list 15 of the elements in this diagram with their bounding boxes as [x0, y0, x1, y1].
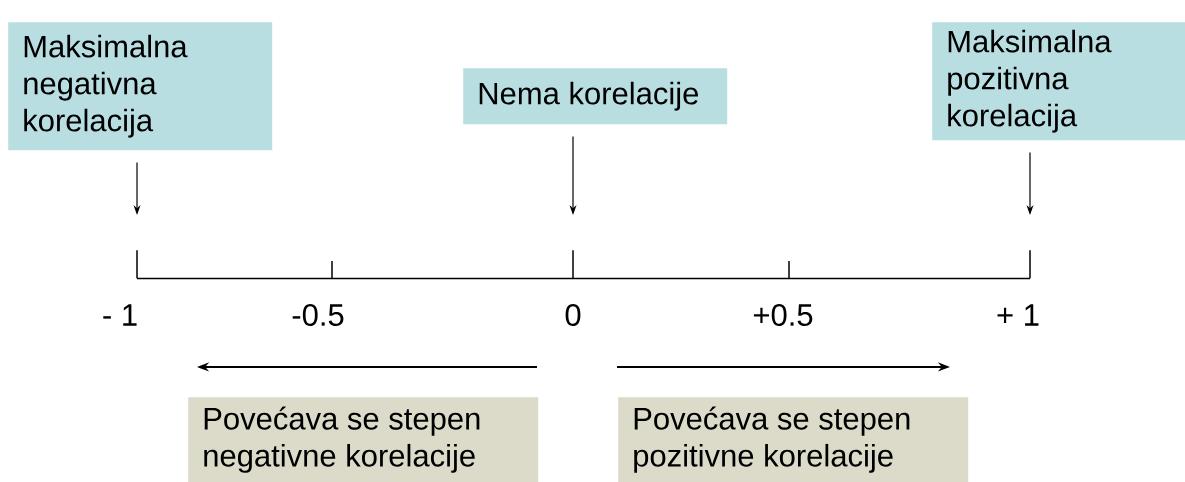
axis-value: 0	[565, 304, 581, 326]
tick-mark	[572, 250, 574, 279]
axis-value: -0.5	[292, 304, 344, 326]
label-box: Maksimalna negativna korelacija	[8, 22, 273, 151]
axis-value: +0.5	[753, 304, 813, 326]
tick-mark	[136, 250, 138, 279]
label-box: Povećava se stepen pozitivne korelacije	[618, 397, 969, 482]
number-line	[572, 277, 1031, 280]
axis-value: + 1	[997, 304, 1039, 326]
number-line	[136, 277, 574, 280]
label-box: Nema korelacije	[463, 68, 728, 125]
label-box: Maksimalna pozitivna korelacija	[932, 22, 1185, 141]
label-box: Povećava se stepen negativne korelacije	[188, 397, 539, 482]
axis-value: - 1	[103, 304, 137, 326]
tick-mark	[1029, 250, 1031, 279]
